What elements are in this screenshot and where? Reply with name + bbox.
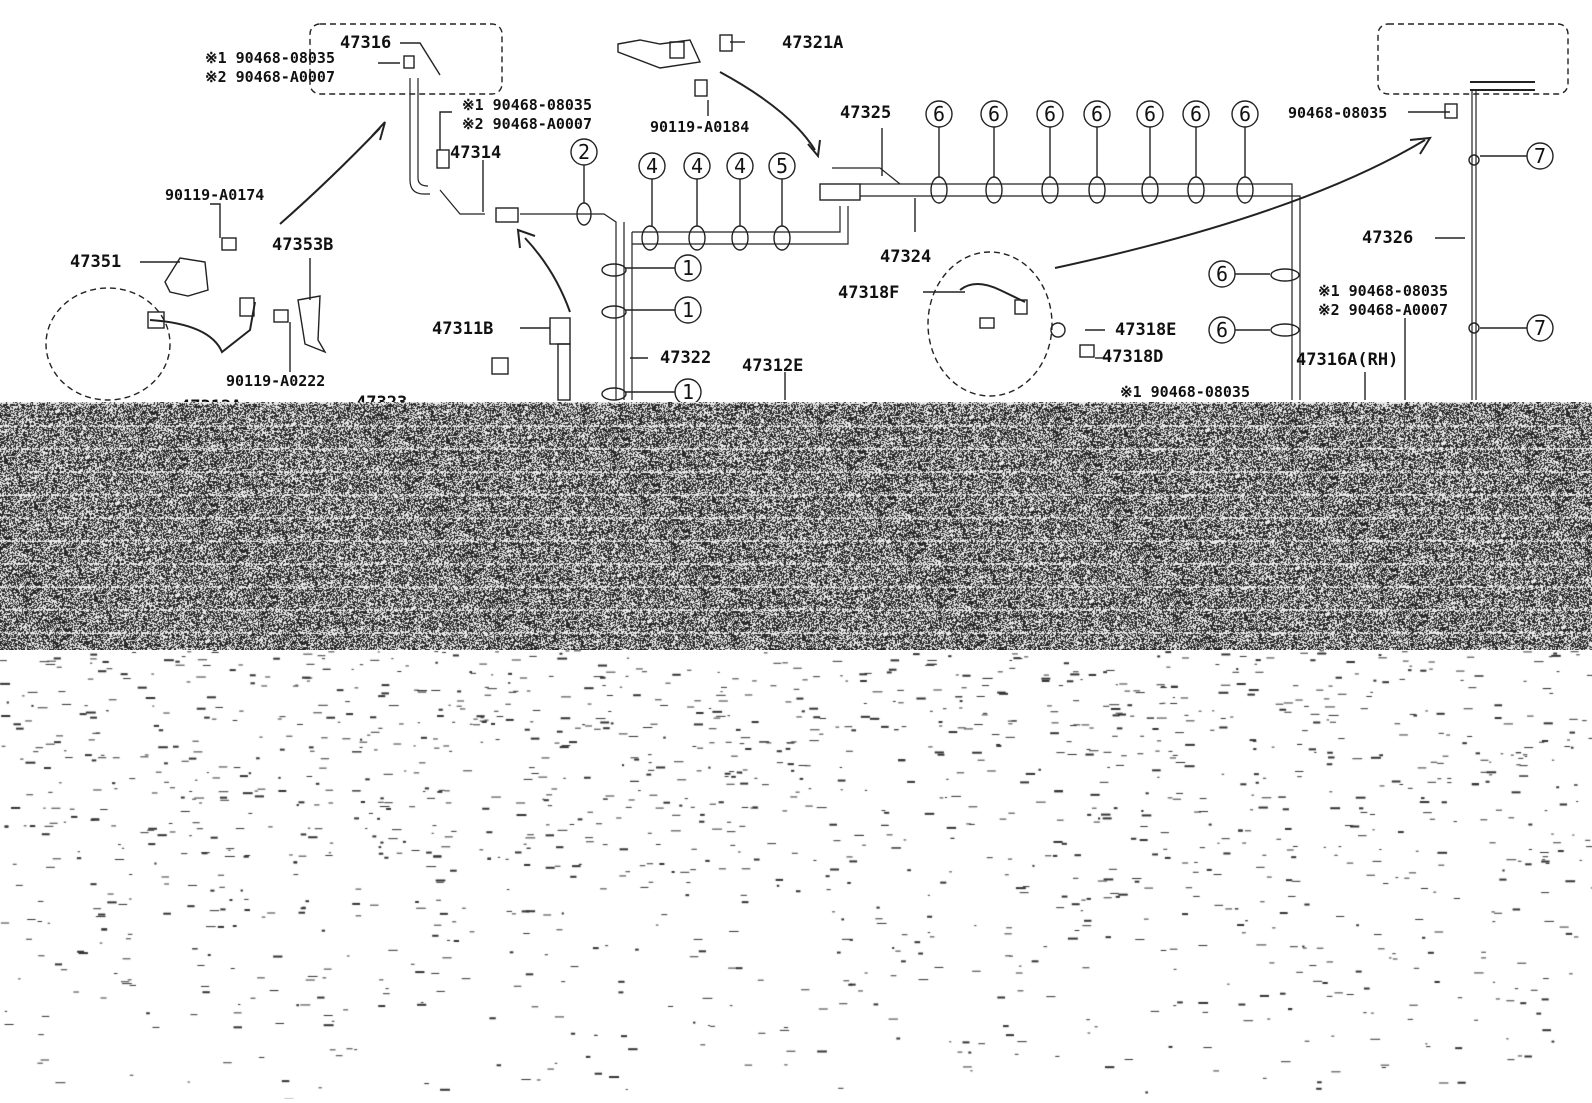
- callout-number: 4: [734, 154, 746, 178]
- part-label: ※1 90468-08035: [1318, 282, 1448, 300]
- part-label: ※2 90468-A0007: [462, 115, 592, 133]
- part-label: 47351: [70, 252, 121, 272]
- callout-number: 4: [646, 154, 658, 178]
- callout-number: 6: [988, 102, 1000, 126]
- part-label: ※1 90468-08035: [1120, 383, 1250, 401]
- callout-number: 6: [1216, 318, 1228, 342]
- callout-number: 1: [682, 256, 694, 280]
- callout-number: 5: [776, 154, 788, 178]
- detail-ellipse-left: [45, 287, 171, 401]
- callout-number: 4: [691, 154, 703, 178]
- part-label: 47353B: [272, 235, 333, 255]
- part-label: ※2 90468-A0007: [205, 68, 335, 86]
- part-labels: 47316 ※1 90468-08035 ※2 90468-A0007 4732…: [70, 33, 1448, 417]
- callout-numbers: 1 1 1 2 4 4 4 5 6 6 6 6 6 6 6 6 6 7 7: [578, 102, 1546, 404]
- callout-number: 6: [1190, 102, 1202, 126]
- callout-number: 2: [578, 140, 590, 164]
- part-label: 47316: [340, 33, 391, 53]
- callout-number: 1: [682, 380, 694, 404]
- flow-arrows: [279, 71, 1432, 313]
- detail-ellipse-right: [927, 251, 1053, 397]
- part-label: 47318F: [838, 283, 899, 303]
- part-label: 90468-08035: [1288, 104, 1387, 122]
- part-label: 47324: [880, 247, 931, 267]
- leader-lines: [140, 41, 1465, 400]
- part-label: 47314: [450, 143, 501, 163]
- part-label: 47318D: [1102, 347, 1163, 367]
- part-label: 47321A: [782, 33, 843, 53]
- inset-box-left: [309, 23, 503, 95]
- part-label: 47311B: [432, 319, 493, 339]
- callout-number: 6: [1216, 262, 1228, 286]
- hardware-parts: [147, 34, 1458, 401]
- part-label: 90119-A0174: [165, 186, 264, 204]
- callout-number: 6: [933, 102, 945, 126]
- part-label: 47312E: [742, 356, 803, 376]
- callout-number: 6: [1144, 102, 1156, 126]
- callout-number: 7: [1534, 316, 1546, 340]
- callout-circles: [570, 100, 1554, 406]
- callout-number: 1: [682, 298, 694, 322]
- part-label: 47318E: [1115, 320, 1176, 340]
- corrupted-scan-band: [0, 402, 1592, 650]
- callout-number: 7: [1534, 144, 1546, 168]
- callout-number: 6: [1239, 102, 1251, 126]
- part-label: ※1 90468-08035: [462, 96, 592, 114]
- scan-speckle-area: [0, 650, 1592, 1099]
- part-label: 47316A(RH): [1296, 350, 1398, 370]
- brake-pipes: [149, 78, 1535, 400]
- callout-number: 6: [1091, 102, 1103, 126]
- part-label: ※2 90468-A0007: [1318, 301, 1448, 319]
- part-label: 47326: [1362, 228, 1413, 248]
- part-label: 47322: [660, 348, 711, 368]
- part-label: 90119-A0184: [650, 118, 749, 136]
- part-label: 47325: [840, 103, 891, 123]
- part-label: 90119-A0222: [226, 372, 325, 390]
- part-label: ※1 90468-08035: [205, 49, 335, 67]
- callout-number: 6: [1044, 102, 1056, 126]
- inset-box-right: [1377, 23, 1569, 95]
